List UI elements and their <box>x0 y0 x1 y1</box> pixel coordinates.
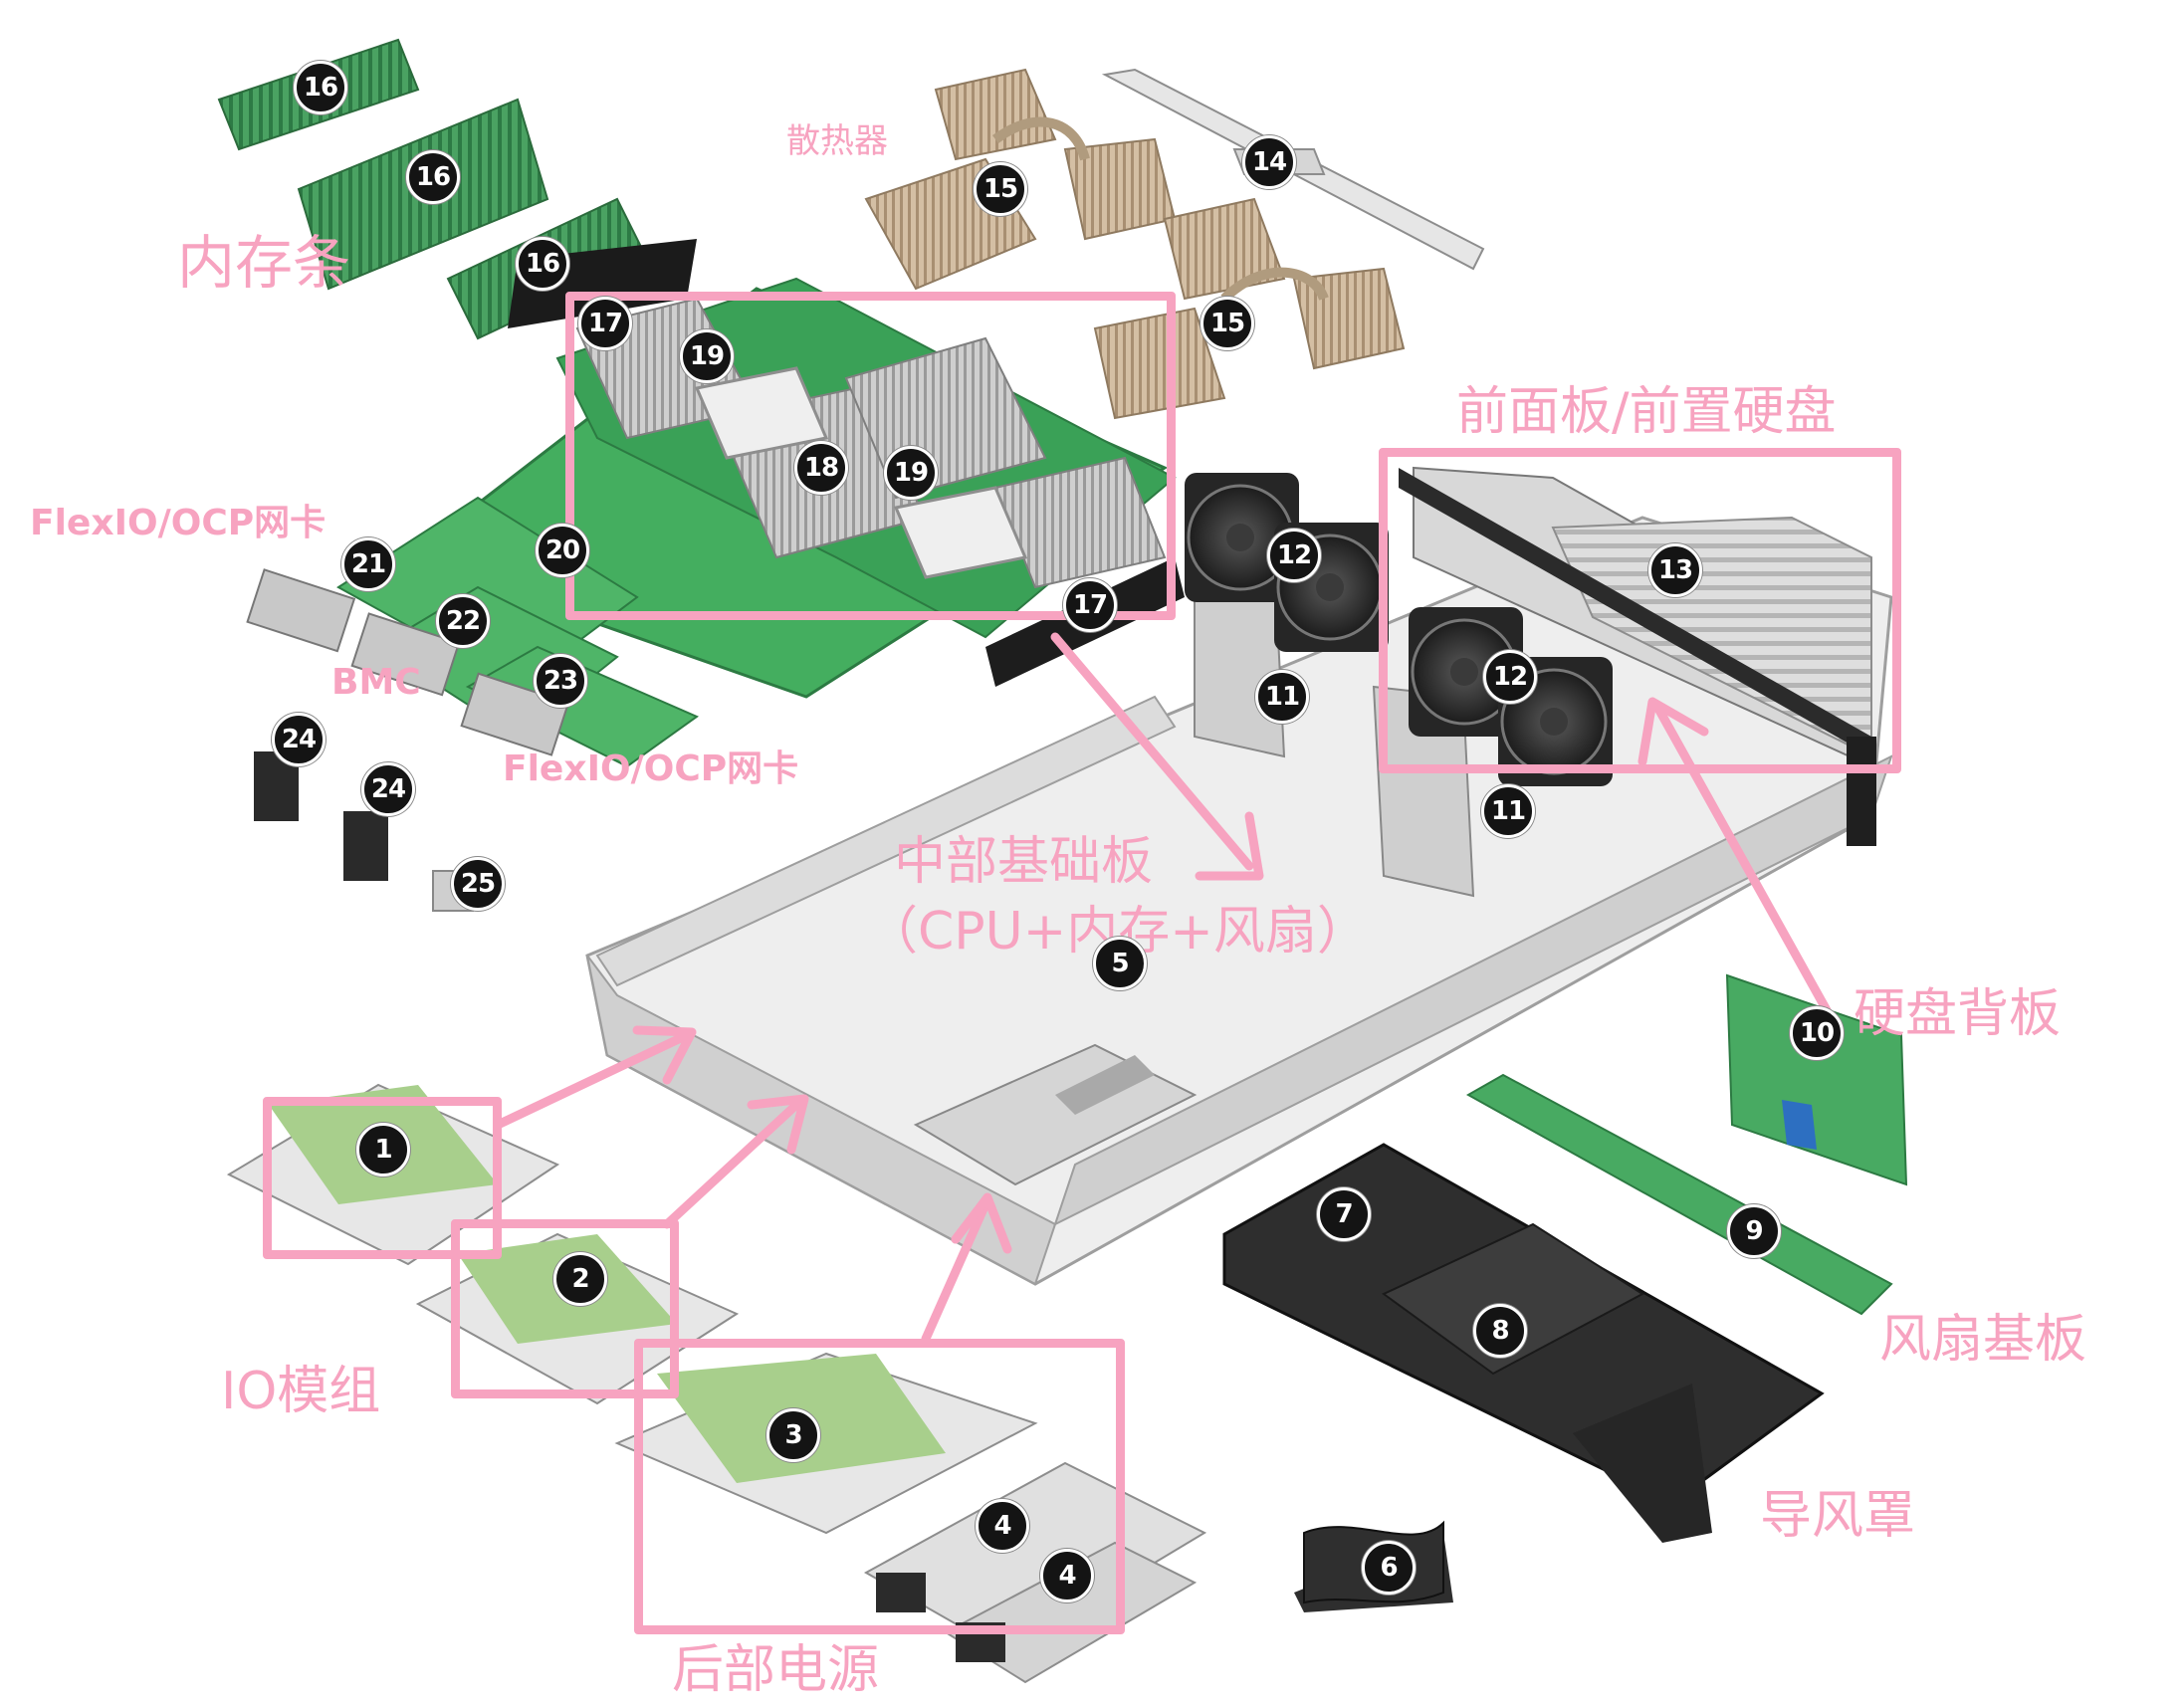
callout-14: 14 <box>1242 135 1296 189</box>
callout-4-a: 4 <box>976 1499 1029 1553</box>
label-backplane: 硬盘背板 <box>1854 984 2062 1044</box>
label-io-module: IO模组 <box>221 1362 381 1421</box>
label-air-duct: 导风罩 <box>1760 1486 1916 1546</box>
disk-backplane-illustration <box>1725 973 1908 1186</box>
callout-13: 13 <box>1648 543 1702 597</box>
callout-3: 3 <box>766 1408 820 1462</box>
callout-11-a: 11 <box>1255 670 1309 724</box>
callout-12-b: 12 <box>1483 650 1537 704</box>
callout-17-a: 17 <box>578 297 632 350</box>
callout-15-a: 15 <box>974 162 1027 216</box>
callout-23: 23 <box>534 654 587 708</box>
power-supplies-illustration <box>863 1461 1207 1684</box>
callout-16-b: 16 <box>406 150 460 204</box>
callout-16-c: 16 <box>516 237 569 291</box>
callout-1: 1 <box>356 1123 410 1176</box>
callout-8: 8 <box>1473 1304 1527 1358</box>
callout-5: 5 <box>1093 937 1147 990</box>
callout-7: 7 <box>1317 1187 1371 1241</box>
callout-15-b: 15 <box>1200 297 1254 350</box>
callout-20: 20 <box>536 524 589 577</box>
callout-12-a: 12 <box>1267 529 1321 582</box>
callout-4-b: 4 <box>1040 1549 1094 1602</box>
callout-6: 6 <box>1362 1541 1416 1595</box>
label-fan-board: 风扇基板 <box>1879 1310 2087 1370</box>
callout-10: 10 <box>1790 1006 1844 1060</box>
callout-19-a: 19 <box>680 329 734 383</box>
label-heatsink: 散热器 <box>786 121 888 161</box>
label-flexio-top: FlexIO/OCP网卡 <box>30 503 327 543</box>
callout-19-b: 19 <box>884 446 938 500</box>
callout-21: 21 <box>341 537 395 591</box>
callout-2: 2 <box>553 1252 607 1306</box>
label-rear-psu: 后部电源 <box>672 1640 880 1700</box>
label-memory: 内存条 <box>177 229 351 297</box>
front-drive-cage-illustration <box>1399 466 1876 846</box>
io-modules-illustration <box>226 1083 1038 1535</box>
label-bmc: BMC <box>331 662 421 703</box>
label-mid-board-line1: 中部基础板 <box>894 832 1154 892</box>
fan-modules-illustration <box>1185 473 1613 898</box>
pink-arrows <box>493 632 1832 1344</box>
callout-22: 22 <box>436 594 490 648</box>
callout-17-b: 17 <box>1063 578 1117 632</box>
label-flexio-bottom: FlexIO/OCP网卡 <box>503 748 799 789</box>
small-parts-illustration <box>254 751 474 912</box>
callout-24-a: 24 <box>272 713 326 766</box>
label-front-panel: 前面板/前置硬盘 <box>1456 382 1837 442</box>
callout-24-b: 24 <box>361 762 415 816</box>
callout-25: 25 <box>451 857 505 911</box>
callout-16-a: 16 <box>294 61 347 114</box>
callout-18: 18 <box>794 441 848 495</box>
callout-9: 9 <box>1727 1204 1781 1258</box>
callout-11-b: 11 <box>1481 784 1535 838</box>
heatsinks-illustration <box>864 68 1406 420</box>
